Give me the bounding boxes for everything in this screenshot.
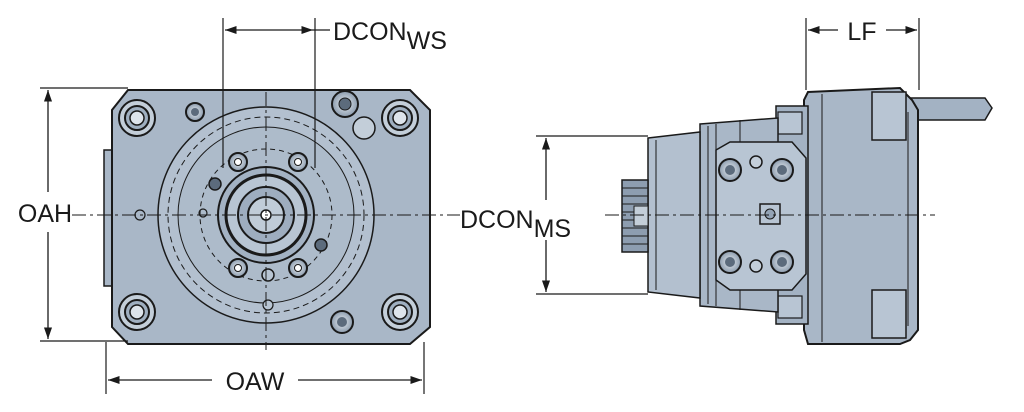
dcon-ms-label: DCONMS bbox=[460, 206, 571, 243]
side-view: DCONMS LF bbox=[460, 18, 993, 345]
oaw-dimension bbox=[105, 342, 425, 394]
oaw-label: OAW bbox=[226, 368, 285, 396]
oah-dimension bbox=[40, 87, 128, 342]
dcon-ws-main: DCON bbox=[333, 18, 407, 46]
lf-label: LF bbox=[847, 18, 876, 46]
dcon-ms-sub: MS bbox=[534, 215, 572, 243]
corner-bolts bbox=[118, 90, 419, 334]
dcon-ws-label: DCONWS bbox=[333, 18, 447, 55]
gear-teeth bbox=[621, 179, 649, 253]
dcon-ws-sub: WS bbox=[407, 27, 447, 55]
inner-screws bbox=[208, 152, 328, 311]
oah-label: OAH bbox=[18, 200, 72, 228]
lf-dimension bbox=[805, 18, 920, 90]
dcon-ws-dimension bbox=[222, 18, 330, 168]
adapter-screws bbox=[718, 155, 794, 274]
dcon-ms-dimension bbox=[536, 135, 648, 295]
dcon-ms-main: DCON bbox=[460, 206, 534, 234]
front-view: OAW OAH DCONWS bbox=[18, 18, 460, 396]
